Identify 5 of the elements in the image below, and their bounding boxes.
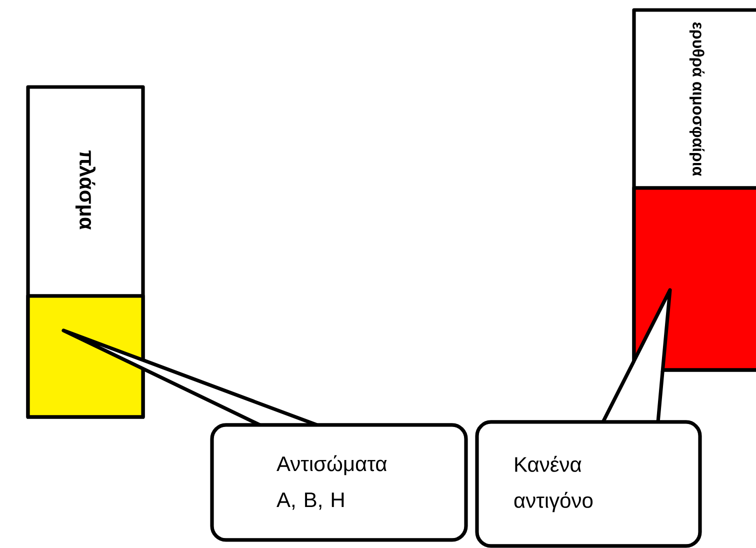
callout-box: Κανένα αντιγόνο <box>475 420 702 548</box>
callout-box: Αντισώματα A, B, H <box>210 423 468 542</box>
filled-segment <box>632 186 756 372</box>
callout-pointer <box>62 328 319 427</box>
filled-segment <box>26 294 145 419</box>
